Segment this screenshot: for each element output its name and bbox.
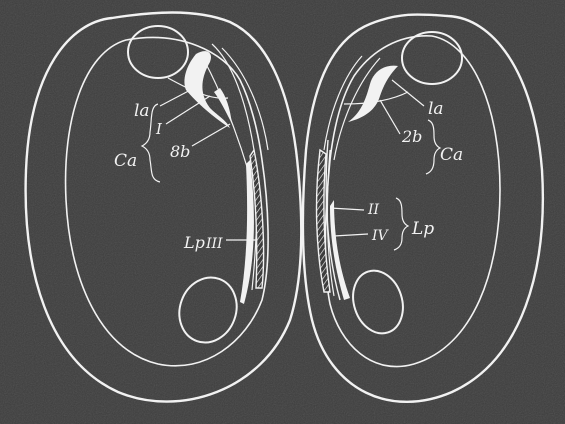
left-label-three: III	[205, 236, 223, 252]
right-label-four: IV	[371, 228, 390, 244]
right-label-lp: Lp	[411, 219, 434, 239]
left-label-ca: Ca	[114, 151, 137, 171]
left-label-8b: 8b	[170, 142, 190, 161]
right-label-two: II	[367, 202, 380, 218]
right-label-la: la	[428, 99, 444, 119]
left-label-lp: Lp	[183, 233, 205, 252]
right-label-ca: Ca	[440, 145, 463, 165]
left-label-one: I	[155, 120, 163, 138]
left-label-la: la	[134, 101, 150, 121]
right-label-2b: 2b	[401, 127, 422, 146]
